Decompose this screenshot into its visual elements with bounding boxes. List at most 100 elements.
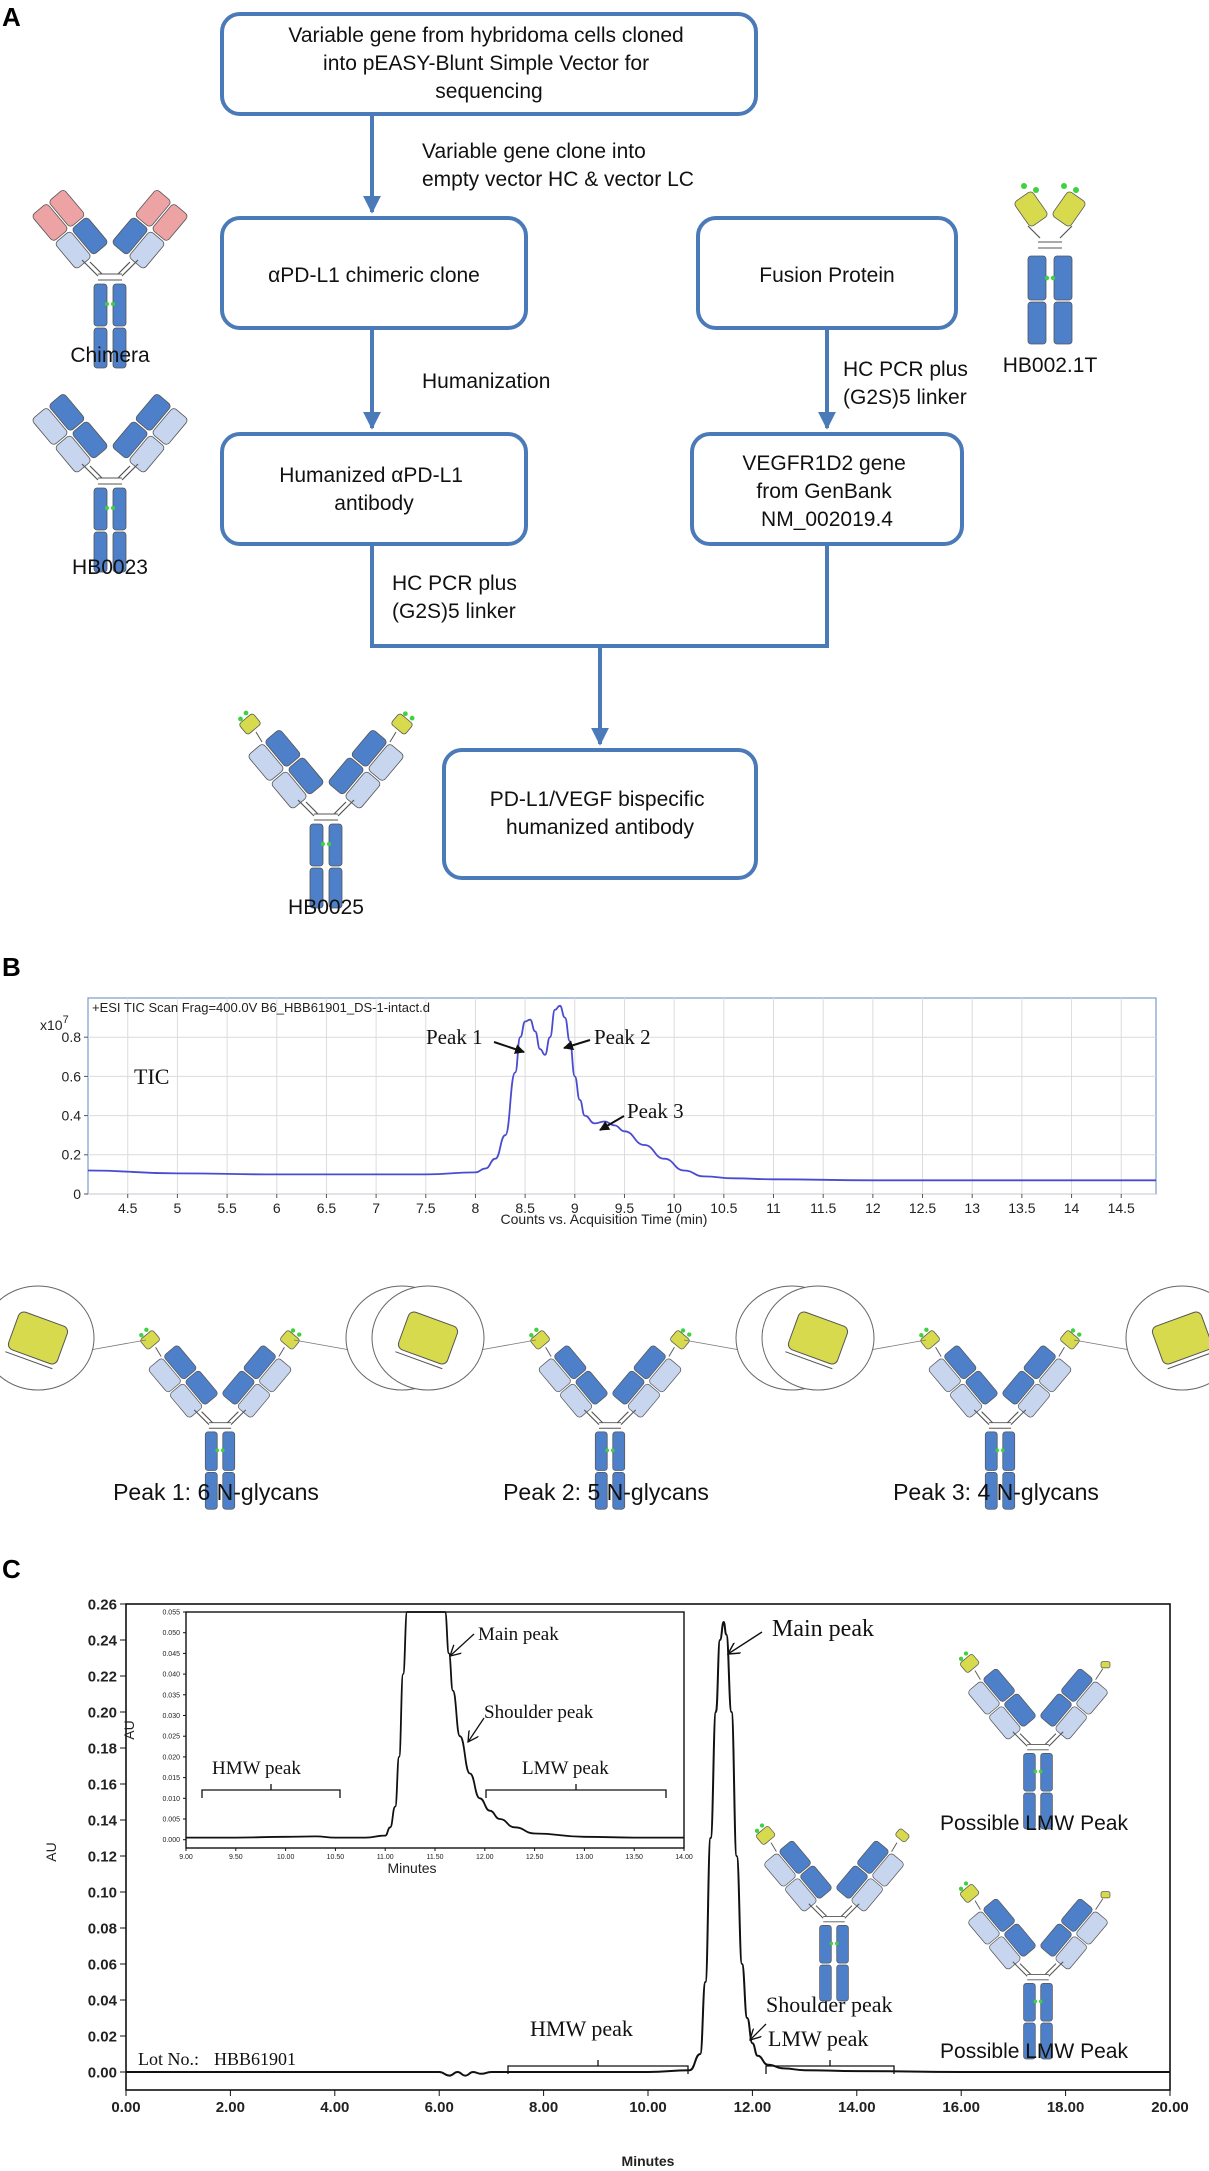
x-tick-label: 7.5 xyxy=(416,1200,436,1216)
x-tick-label: 16.00 xyxy=(942,2099,980,2116)
x-tick-label: 10.00 xyxy=(629,2099,667,2116)
y-tick-label: 0.4 xyxy=(62,1108,82,1124)
x-tick-label: 4.5 xyxy=(118,1200,138,1216)
sec-hmw-bracket xyxy=(507,2060,689,2074)
x-tick-label: 11.5 xyxy=(810,1200,836,1216)
x-tick-label: 18.00 xyxy=(1047,2099,1085,2116)
tic-trace-label: TIC xyxy=(134,1064,169,1089)
flow-box-cloning-text: Variable gene from hybridoma cells clone… xyxy=(288,24,689,103)
y-tick-label: 0.8 xyxy=(62,1029,82,1045)
inset-x-title: Minutes xyxy=(387,1860,436,1876)
y-tick-label: 0.010 xyxy=(162,1796,180,1803)
x-tick-label: 11.00 xyxy=(377,1854,394,1861)
possible-lmw-antibody-icon-2 xyxy=(955,1878,1111,2059)
sec-main-peak-label: Main peak xyxy=(772,1616,874,1642)
y-tick-label: 0.040 xyxy=(162,1672,180,1679)
x-tick-label: 12.00 xyxy=(734,2099,772,2116)
inset-shoulder-label: Shoulder peak xyxy=(484,1702,594,1723)
x-tick-label: 10.5 xyxy=(710,1200,737,1216)
inset-trace-line xyxy=(186,1611,684,1839)
chimera-antibody-icon xyxy=(31,189,188,368)
inset-y-title: AU xyxy=(121,1720,137,1739)
x-tick-label: 9.5 xyxy=(615,1200,635,1216)
x-tick-label: 8 xyxy=(472,1200,480,1216)
y-tick-label: 0.2 xyxy=(62,1147,82,1163)
y-tick-label: 0.06 xyxy=(88,1956,117,1973)
sec-trace-line xyxy=(126,1620,1170,2077)
x-tick-label: 4.00 xyxy=(320,2099,349,2116)
y-tick-label: 0.050 xyxy=(162,1630,180,1637)
sec-lmw-bracket xyxy=(765,2060,895,2074)
shoulder-antibody-icon xyxy=(751,1820,910,2001)
y-tick-label: 0.055 xyxy=(162,1609,180,1616)
hb0023-antibody-icon xyxy=(31,393,188,572)
x-tick-label: 8.5 xyxy=(515,1200,535,1216)
x-tick-label: 7 xyxy=(372,1200,380,1216)
x-tick-label: 14.5 xyxy=(1108,1200,1135,1216)
y-tick-label: 0 xyxy=(73,1186,81,1202)
x-tick-label: 6.00 xyxy=(425,2099,454,2116)
y-tick-label: 0.14 xyxy=(88,1812,118,1829)
x-tick-label: 6.5 xyxy=(317,1200,337,1216)
tic-grid xyxy=(88,998,1156,1195)
y-tick-label: 0.020 xyxy=(162,1754,180,1761)
x-tick-label: 13.5 xyxy=(1008,1200,1035,1216)
possible-lmw-label-2: Possible LMW Peak xyxy=(940,2040,1128,2063)
inset-lmw-bracket xyxy=(485,1784,667,1798)
y-tick-label: 0.000 xyxy=(162,1837,180,1844)
x-tick-label: 8.00 xyxy=(529,2099,558,2116)
sec-lmw-label: LMW peak xyxy=(768,2026,868,2051)
x-tick-label: 2.00 xyxy=(216,2099,245,2116)
hb0025-bispecific-icon xyxy=(234,708,417,908)
flow-box-humanized-text: Humanized αPD-L1 antibody xyxy=(279,464,469,515)
x-tick-label: 13 xyxy=(964,1200,980,1216)
x-tick-label: 20.00 xyxy=(1151,2099,1189,2116)
tic-peak2-arrow xyxy=(563,1039,591,1051)
x-tick-label: 12.00 xyxy=(476,1854,494,1861)
glycoform-peak3-label: Peak 3: 4 N-glycans xyxy=(893,1479,1099,1505)
tic-scale-label: x107 xyxy=(40,1014,69,1033)
y-tick-label: 0.005 xyxy=(162,1816,180,1823)
chimera-label: Chimera xyxy=(70,344,150,367)
hb0021t-label: HB002.1T xyxy=(1003,354,1098,377)
x-tick-label: 13.50 xyxy=(625,1854,643,1861)
sec-lot-value: HBB61901 xyxy=(214,2049,296,2069)
y-tick-label: 0.20 xyxy=(88,1704,117,1721)
y-tick-label: 0.16 xyxy=(88,1776,117,1793)
inset-hmw-label: HMW peak xyxy=(212,1758,301,1779)
panel-a-letter: A xyxy=(2,2,21,32)
y-tick-label: 0.045 xyxy=(162,1651,180,1658)
sec-lot-label: Lot No.: xyxy=(138,2049,199,2069)
x-tick-label: 11 xyxy=(766,1200,781,1216)
tic-trace-line xyxy=(87,1004,1156,1182)
flow-box-vegfr-text: VEGFR1D2 gene from GenBank NM_002019.4 xyxy=(742,452,911,531)
x-tick-label: 9 xyxy=(571,1200,579,1216)
y-tick-label: 0.035 xyxy=(162,1692,180,1699)
note-vector-cloning: Variable gene clone into empty vector HC… xyxy=(422,140,694,191)
x-tick-label: 5.5 xyxy=(217,1200,237,1216)
glycoform-peak3-icon xyxy=(762,1286,1209,1509)
flow-box-humanized xyxy=(220,432,528,546)
hb0023-label: HB0023 xyxy=(72,556,148,579)
x-tick-label: 11.50 xyxy=(427,1854,444,1861)
y-tick-label: 0.22 xyxy=(88,1668,117,1685)
tic-peak1-label: Peak 1 xyxy=(426,1025,483,1049)
sec-shoulder-arrow xyxy=(750,2023,767,2040)
x-tick-label: 6 xyxy=(273,1200,281,1216)
y-tick-label: 0.00 xyxy=(88,2064,117,2081)
possible-lmw-antibody-icon-1 xyxy=(955,1648,1111,1829)
x-tick-label: 14.00 xyxy=(838,2099,876,2116)
tic-peak1-arrow xyxy=(493,1041,525,1054)
sec-hmw-label: HMW peak xyxy=(530,2016,633,2041)
tic-header: +ESI TIC Scan Frag=400.0V B6_HBB61901_DS… xyxy=(92,1000,430,1015)
hb0025-label: HB0025 xyxy=(288,896,364,919)
x-tick-label: 12.5 xyxy=(909,1200,936,1216)
glycoform-peak2-label: Peak 2: 5 N-glycans xyxy=(503,1479,709,1505)
x-tick-label: 0.00 xyxy=(111,2099,140,2116)
y-tick-label: 0.04 xyxy=(88,1992,118,2009)
